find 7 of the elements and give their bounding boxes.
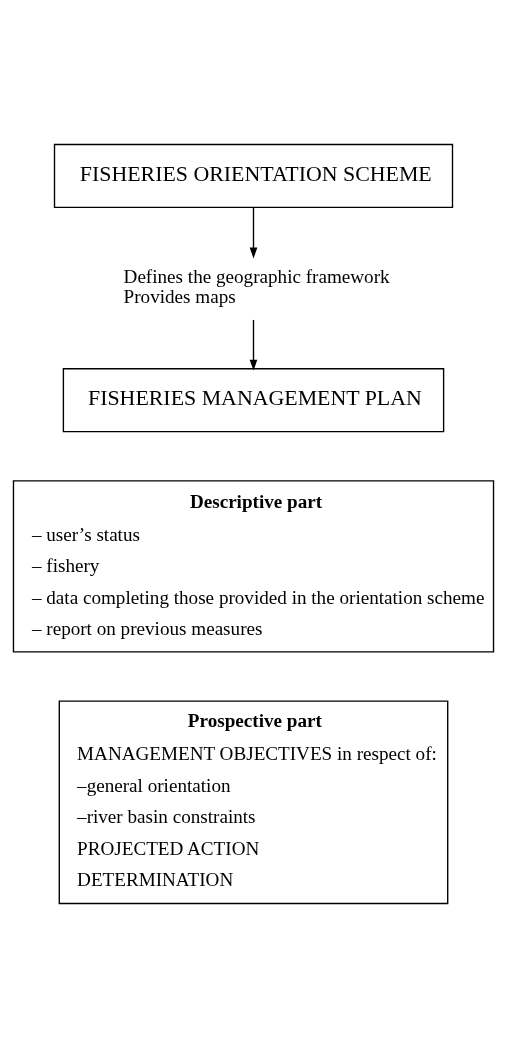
- arrow: [249, 318, 258, 371]
- node-box: Descriptive part – user’s status – fishery – data completing those provided in the orientation scheme – report on previous measures: [12, 479, 495, 653]
- node-box: FISHERIES MANAGEMENT PLAN: [62, 367, 445, 432]
- arrow: [249, 206, 258, 258]
- node-box: FISHERIES ORIENTATION SCHEME: [53, 143, 454, 208]
- node-text: Defines the geographic framework Provides maps: [123, 265, 390, 307]
- node-box: Prospective part MANAGEMENT OBJECTIVES in respect of: –general orientation –river basin constraints PROJECTED ACTION DETERMINATION: [58, 699, 449, 904]
